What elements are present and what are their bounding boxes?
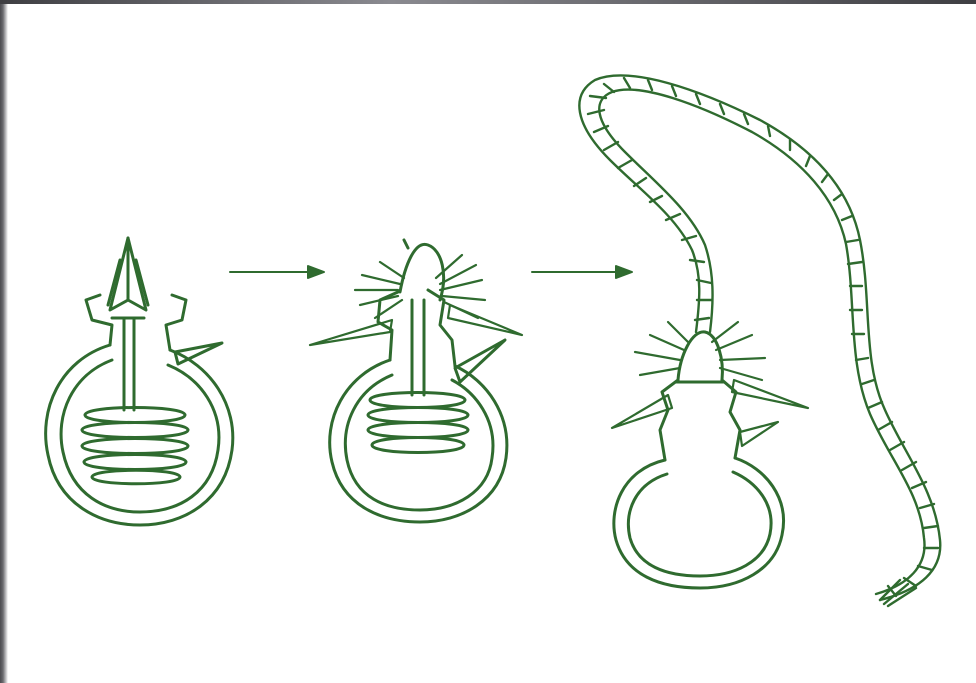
arrow-1 xyxy=(230,266,324,278)
coiled-thread xyxy=(82,408,188,484)
remaining-coil xyxy=(368,393,468,453)
discharged-spines xyxy=(612,322,808,446)
stage-2-everting-capsule xyxy=(310,240,522,522)
arrow-2 xyxy=(532,266,632,278)
everted-spines xyxy=(310,255,522,345)
stage-3-discharged-capsule xyxy=(579,76,940,606)
stage-1-coiled-capsule xyxy=(46,238,233,525)
discharged-thread xyxy=(579,76,940,606)
